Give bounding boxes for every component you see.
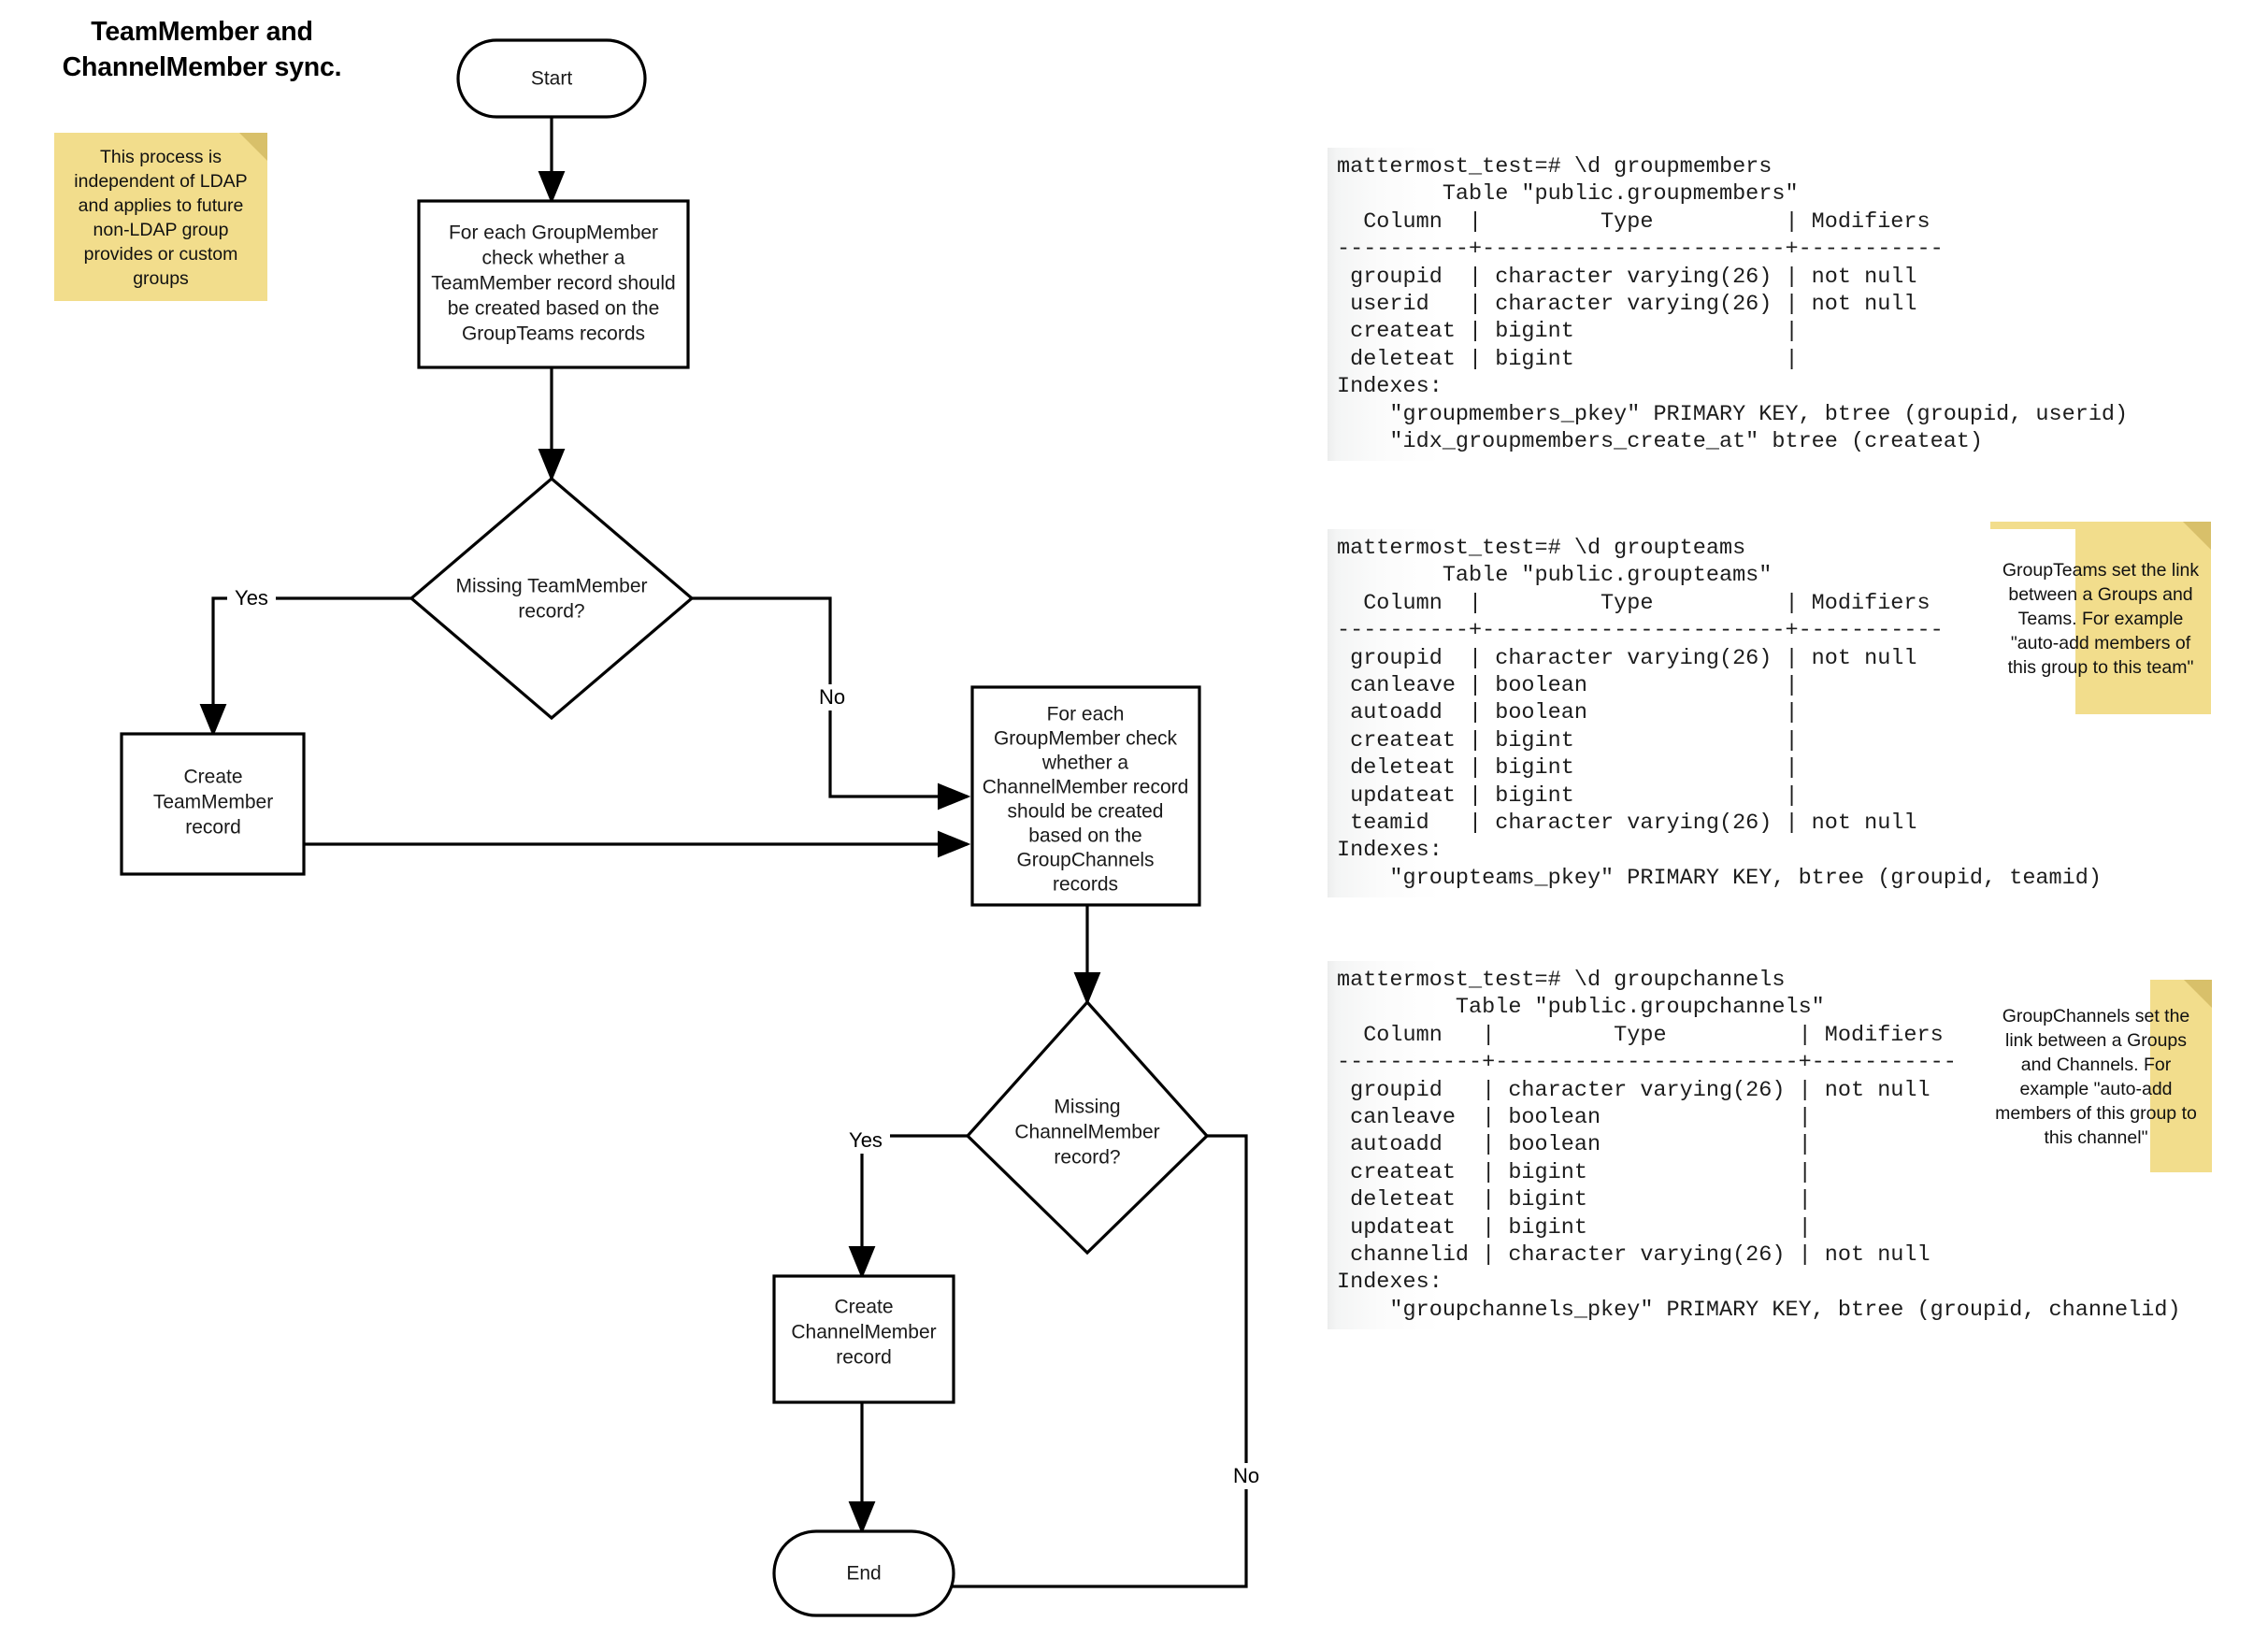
flow-node-check-channel-line-5: based on the — [1028, 825, 1141, 847]
flow-node-start[interactable]: Start — [456, 38, 647, 119]
flow-node-check-team-line-2: TeamMember record should — [431, 273, 675, 294]
flow-node-check-channel-line-2: whether a — [1041, 753, 1129, 774]
terminal-output-groupteams: mattermost_test=# \d groupteams Table "p… — [1328, 529, 2102, 898]
flow-node-decision-channel-line-1: ChannelMember — [1014, 1122, 1159, 1143]
flow-node-decision-team-line-1: record? — [518, 601, 584, 623]
terminal-output-groupchannels: mattermost_test=# \d groupchannels Table… — [1328, 961, 2181, 1330]
sticky-note-groupteams-text: GroupTeams set the link between a Groups… — [2002, 559, 2200, 679]
flow-node-create-channel-line-2: record — [836, 1347, 892, 1369]
flow-node-create-channel-line-0: Create — [834, 1297, 893, 1318]
edge-decision-channel-no — [895, 1134, 1248, 1600]
flow-node-end-label: End — [846, 1563, 881, 1585]
flow-node-create-team-line-2: record — [185, 817, 241, 839]
page-title: TeamMember and ChannelMember sync. — [62, 17, 342, 82]
flow-node-check-channel-line-0: For each — [1047, 704, 1125, 725]
sticky-note-ldap: This process is independent of LDAP and … — [54, 133, 267, 301]
edge-label-channel-yes: Yes — [841, 1127, 890, 1154]
flow-node-decision-team[interactable]: Missing TeamMember record? — [409, 476, 695, 721]
edge-label-team-no-text: No — [819, 685, 845, 709]
flow-node-decision-channel[interactable]: Missing ChannelMember record? — [965, 999, 1210, 1256]
sticky-note-ldap-text: This process is independent of LDAP and … — [74, 146, 248, 290]
flow-node-check-team-line-0: For each GroupMember — [449, 222, 658, 244]
edge-label-team-yes-text: Yes — [235, 586, 268, 610]
flow-node-check-channel-line-1: GroupMember check — [994, 728, 1178, 750]
flow-node-check-channel-line-7: records — [1053, 874, 1118, 896]
edge-label-channel-yes-text: Yes — [849, 1128, 883, 1152]
flow-node-decision-team-line-0: Missing TeamMember — [455, 576, 647, 597]
flow-node-check-channel[interactable]: For each GroupMember check whether a Cha… — [970, 685, 1201, 907]
flow-node-check-team-line-1: check whether a — [482, 248, 625, 269]
note-fold-corner-icon — [2183, 522, 2211, 550]
sticky-note-groupchannels: GroupChannels set the link between a Gro… — [1980, 980, 2212, 1172]
flow-node-create-channel[interactable]: Create ChannelMember record — [772, 1274, 955, 1404]
flow-node-create-channel-line-1: ChannelMember — [791, 1322, 936, 1343]
flow-node-start-label: Start — [531, 68, 573, 90]
flow-node-check-team-line-3: be created based on the — [448, 298, 660, 320]
note-fold-corner-icon — [2184, 980, 2212, 1008]
edge-decision-channel-yes — [848, 1134, 968, 1280]
flow-node-check-channel-line-3: ChannelMember record — [983, 777, 1189, 798]
edge-label-team-no: No — [813, 684, 851, 710]
terminal-output-groupmembers: mattermost_test=# \d groupmembers Table … — [1328, 148, 2128, 462]
note-fold-corner-icon — [239, 133, 267, 161]
flow-node-create-team-line-0: Create — [183, 767, 242, 788]
edge-decision-team-yes — [199, 596, 411, 738]
edge-label-channel-no-text: No — [1233, 1464, 1259, 1487]
flow-node-decision-channel-line-0: Missing — [1054, 1097, 1120, 1118]
flow-node-decision-channel-line-2: record? — [1054, 1147, 1120, 1169]
sticky-note-groupchannels-text: GroupChannels set the link between a Gro… — [1995, 1005, 2197, 1149]
flow-node-check-team[interactable]: For each GroupMember check whether a Tea… — [417, 199, 690, 369]
edge-label-channel-no: No — [1227, 1463, 1265, 1489]
flow-node-check-channel-line-6: GroupChannels — [1016, 850, 1154, 871]
flow-node-end[interactable]: End — [772, 1529, 955, 1617]
flow-node-check-channel-line-4: should be created — [1008, 801, 1164, 823]
flow-node-create-team-line-1: TeamMember — [153, 792, 273, 813]
flowchart: Start For each GroupMember check whether… — [120, 38, 1265, 1617]
flow-node-create-team[interactable]: Create TeamMember record — [120, 732, 306, 876]
flow-node-check-team-line-4: GroupTeams records — [462, 323, 645, 345]
edge-label-team-yes: Yes — [227, 585, 276, 611]
